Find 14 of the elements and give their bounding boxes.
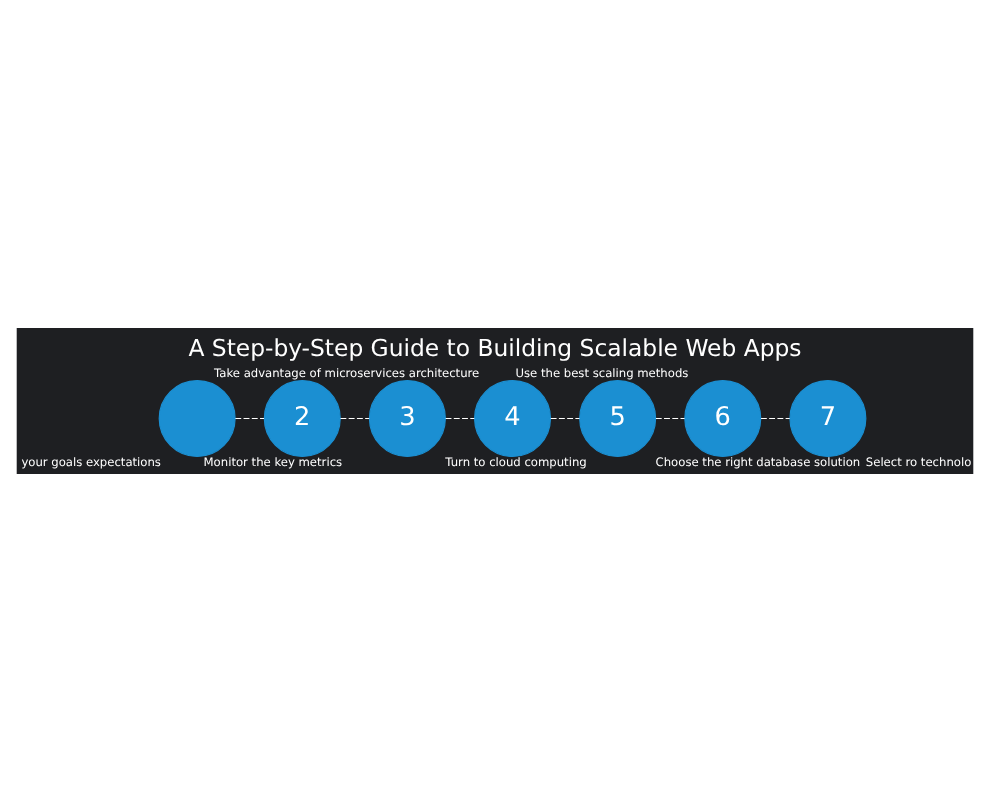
diagram-title: A Step-by-Step Guide to Building Scalable Web Apps (188, 333, 802, 362)
connector (550, 416, 580, 419)
connector (760, 416, 791, 419)
connector (655, 416, 686, 419)
node-circle: 3 (368, 378, 446, 457)
connector (445, 416, 475, 419)
node-circle: 5 (579, 378, 657, 457)
connector (234, 416, 265, 419)
node-circle: 6 (684, 378, 762, 457)
connector (339, 416, 370, 419)
node-circle: 4 (473, 378, 552, 457)
node-circle: 2 (263, 378, 341, 457)
node-circle: 7 (789, 378, 867, 457)
node-circle (158, 378, 236, 457)
